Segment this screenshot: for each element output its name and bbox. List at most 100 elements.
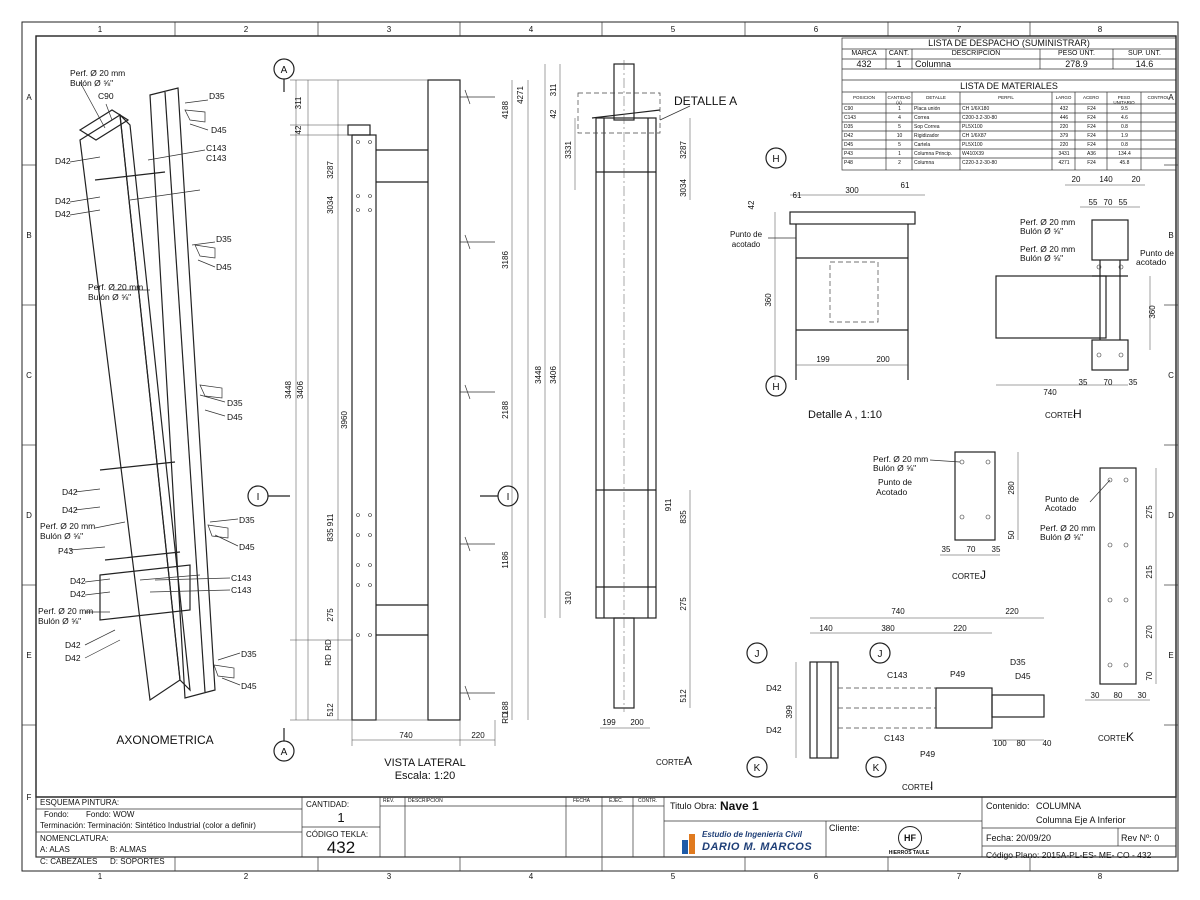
estudio-line2: DARIO M. MARCOS — [702, 841, 813, 853]
materiales-cell: 0.8 — [1121, 142, 1128, 148]
materiales-cell: D45 — [844, 142, 854, 148]
grid-col-label: 3 — [387, 872, 392, 881]
dim-label: 35 — [992, 545, 1001, 554]
dim-label: 215 — [1145, 565, 1154, 579]
corte-i-letter: I — [930, 779, 933, 793]
grid-col-label: 8 — [1098, 872, 1103, 881]
note-label: Acotado — [876, 487, 907, 497]
materiales-cell: D42 — [844, 133, 854, 139]
grid-col-label: 4 — [529, 25, 534, 34]
svg-text:A: A — [281, 65, 288, 76]
dim-label: 35 — [1079, 378, 1088, 387]
dim-label: 3034 — [679, 179, 688, 197]
note-label: acotado — [1136, 257, 1167, 267]
materiales-cell: F24 — [1087, 106, 1096, 112]
dim-label: 188 — [501, 701, 510, 715]
materiales-cell: 432 — [1059, 106, 1069, 112]
axono-d45-label: D45 — [227, 412, 243, 422]
dim-label: RD — [324, 639, 333, 651]
nomenclatura-label: NOMENCLATURA: — [40, 834, 109, 843]
materiales-cell: 1 — [898, 106, 901, 112]
dim-label: 55 — [1119, 198, 1128, 207]
section-marker-j-right: J — [869, 642, 891, 664]
grid-col-label: 1 — [98, 872, 103, 881]
note-label: D45 — [1015, 671, 1031, 681]
dim-label: 360 — [1148, 305, 1157, 319]
dim-label: RD — [324, 654, 333, 666]
dim-label: 199 — [602, 718, 616, 727]
materiales-cell: 1 — [898, 151, 901, 157]
despacho-header: DESCRIPCION — [951, 50, 1001, 57]
note-label: Perf. Ø 20 mm — [873, 454, 928, 464]
dim-label: 3287 — [326, 161, 335, 179]
title-block-grid — [35, 796, 1177, 858]
dim-label: 275 — [1145, 505, 1154, 519]
materiales-cell: 1.9 — [1121, 133, 1128, 139]
axono-d42-label: D42 — [70, 576, 86, 586]
despacho-title: LISTA DE DESPACHO (SUMINISTRAR) — [928, 38, 1090, 48]
axono-d42-label: D42 — [65, 640, 81, 650]
dim-label: 911 — [326, 513, 335, 526]
terminacion-value: Terminación: Terminación: Sintético Indu… — [40, 821, 256, 830]
grid-labels: 1 2 3 4 5 6 7 8 1 2 3 4 5 6 7 8 A B C D … — [26, 25, 1174, 881]
grid-row-label: E — [26, 651, 31, 660]
axono-title: AXONOMETRICA — [116, 733, 213, 747]
materiales-cell: Cartela — [914, 142, 931, 148]
titulo-obra-value: Nave 1 — [720, 799, 759, 813]
section-marker-k-left: K — [746, 756, 768, 778]
grid-col-label: 5 — [671, 872, 676, 881]
dim-label: 275 — [326, 608, 335, 622]
axono-bulon-label: Bulón Ø ⅝" — [38, 616, 81, 626]
axono-perf-label: Perf. Ø 20 mm — [40, 521, 95, 531]
lists-grid — [841, 37, 1177, 171]
note-label: Punto de — [1045, 494, 1079, 504]
dim-label: 35 — [942, 545, 951, 554]
dim-label: 399 — [785, 705, 794, 719]
materiales-cell: 5 — [898, 124, 901, 130]
svg-text:H: H — [772, 154, 779, 165]
dim-label: 35 — [1129, 378, 1138, 387]
dim-label: 220 — [1005, 607, 1019, 616]
despacho-header: CANT. — [888, 50, 910, 57]
codigo-tekla-value: 432 — [326, 838, 356, 857]
grid-row-label: A — [26, 93, 32, 102]
materiales-cell: F24 — [1087, 133, 1096, 139]
dim-label: 50 — [1007, 530, 1016, 539]
grid-row-label: A — [1168, 93, 1174, 102]
materiales-cell: C143 — [844, 115, 856, 121]
lateral-view: 311 42 3287 3034 3448 3406 3960 911 835 … — [284, 79, 529, 782]
lateral-title: VISTA LATERAL — [384, 757, 466, 769]
dim-label: 70 — [967, 545, 976, 554]
corte-j-letter: J — [980, 568, 986, 582]
corte-a-view: 311 42 3331 3287 3034 3448 3406 911 835 … — [534, 60, 737, 768]
rev-header: FECHA — [573, 798, 590, 804]
axono-perf-label: Perf. Ø 20 mm — [88, 282, 143, 292]
dim-label: 100 — [993, 739, 1007, 748]
svg-text:I: I — [507, 492, 510, 503]
grid-col-label: 1 — [98, 25, 103, 34]
axono-d42-label: D42 — [62, 505, 78, 515]
dim-label: 200 — [630, 718, 644, 727]
dim-label: 3331 — [564, 141, 573, 159]
revision-number: Rev Nº: 0 — [1121, 833, 1160, 843]
grid-col-label: 4 — [529, 872, 534, 881]
materiales-cell: C220-3.2-30-80 — [962, 160, 998, 166]
dim-label: 360 — [764, 293, 773, 307]
dim-label: 42 — [747, 200, 756, 209]
axono-d42-label: D42 — [62, 487, 78, 497]
note-label: D35 — [1010, 657, 1026, 667]
dim-label: 3448 — [534, 366, 543, 384]
dim-label: 3186 — [501, 251, 510, 269]
dim-label: 2188 — [501, 401, 510, 419]
section-marker-i-right: I — [480, 485, 519, 507]
grid-col-label: 2 — [244, 25, 249, 34]
materiales-cell: 45.8 — [1119, 160, 1130, 166]
corte-j-caption: CORTE- — [952, 572, 983, 581]
axono-d35-label: D35 — [227, 398, 243, 408]
materiales-cell: Placa unión — [914, 106, 941, 112]
svg-text:H: H — [772, 382, 779, 393]
detalle-a-view: 61 300 61 42 360 199 200 Punto de acotad… — [730, 147, 925, 421]
axono-d45-label: D45 — [216, 262, 232, 272]
dim-label: 70 — [1104, 378, 1113, 387]
materiales-cell: 220 — [1059, 124, 1069, 130]
